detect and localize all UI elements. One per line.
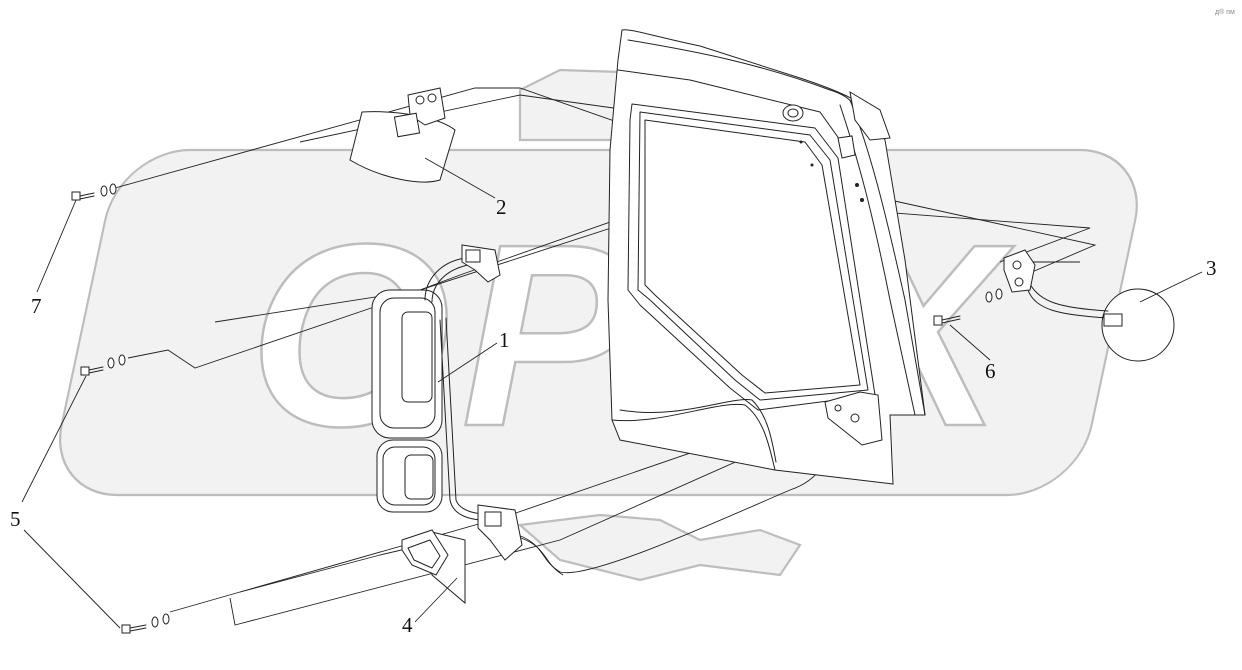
watermark: OPEX [58, 68, 1138, 582]
bolt-5-upper [80, 354, 126, 376]
bolt-5-lower [121, 613, 170, 634]
callout-6: 6 [985, 359, 996, 383]
watermark-bottom-arc [517, 513, 802, 582]
cab-door [607, 29, 926, 485]
callout-3: 3 [1206, 256, 1217, 280]
callout-leaders [21, 157, 1203, 629]
part-3-round-mirror [1003, 249, 1175, 362]
corner-mark: д® пм [1215, 8, 1235, 16]
fasteners [71, 183, 1003, 634]
bolt-6 [933, 288, 1003, 326]
callout-7: 7 [31, 294, 42, 318]
part-4-curb-mirror [401, 529, 466, 605]
part-2-front-mirror [349, 87, 456, 183]
callout-5: 5 [10, 507, 21, 531]
callout-2: 2 [496, 195, 507, 219]
part-1-main-mirror [371, 244, 523, 561]
callout-labels: 1 2 3 4 5 6 7 [10, 195, 1217, 637]
callout-1: 1 [499, 328, 510, 352]
bolt-7 [71, 183, 117, 201]
callout-4: 4 [402, 613, 413, 637]
